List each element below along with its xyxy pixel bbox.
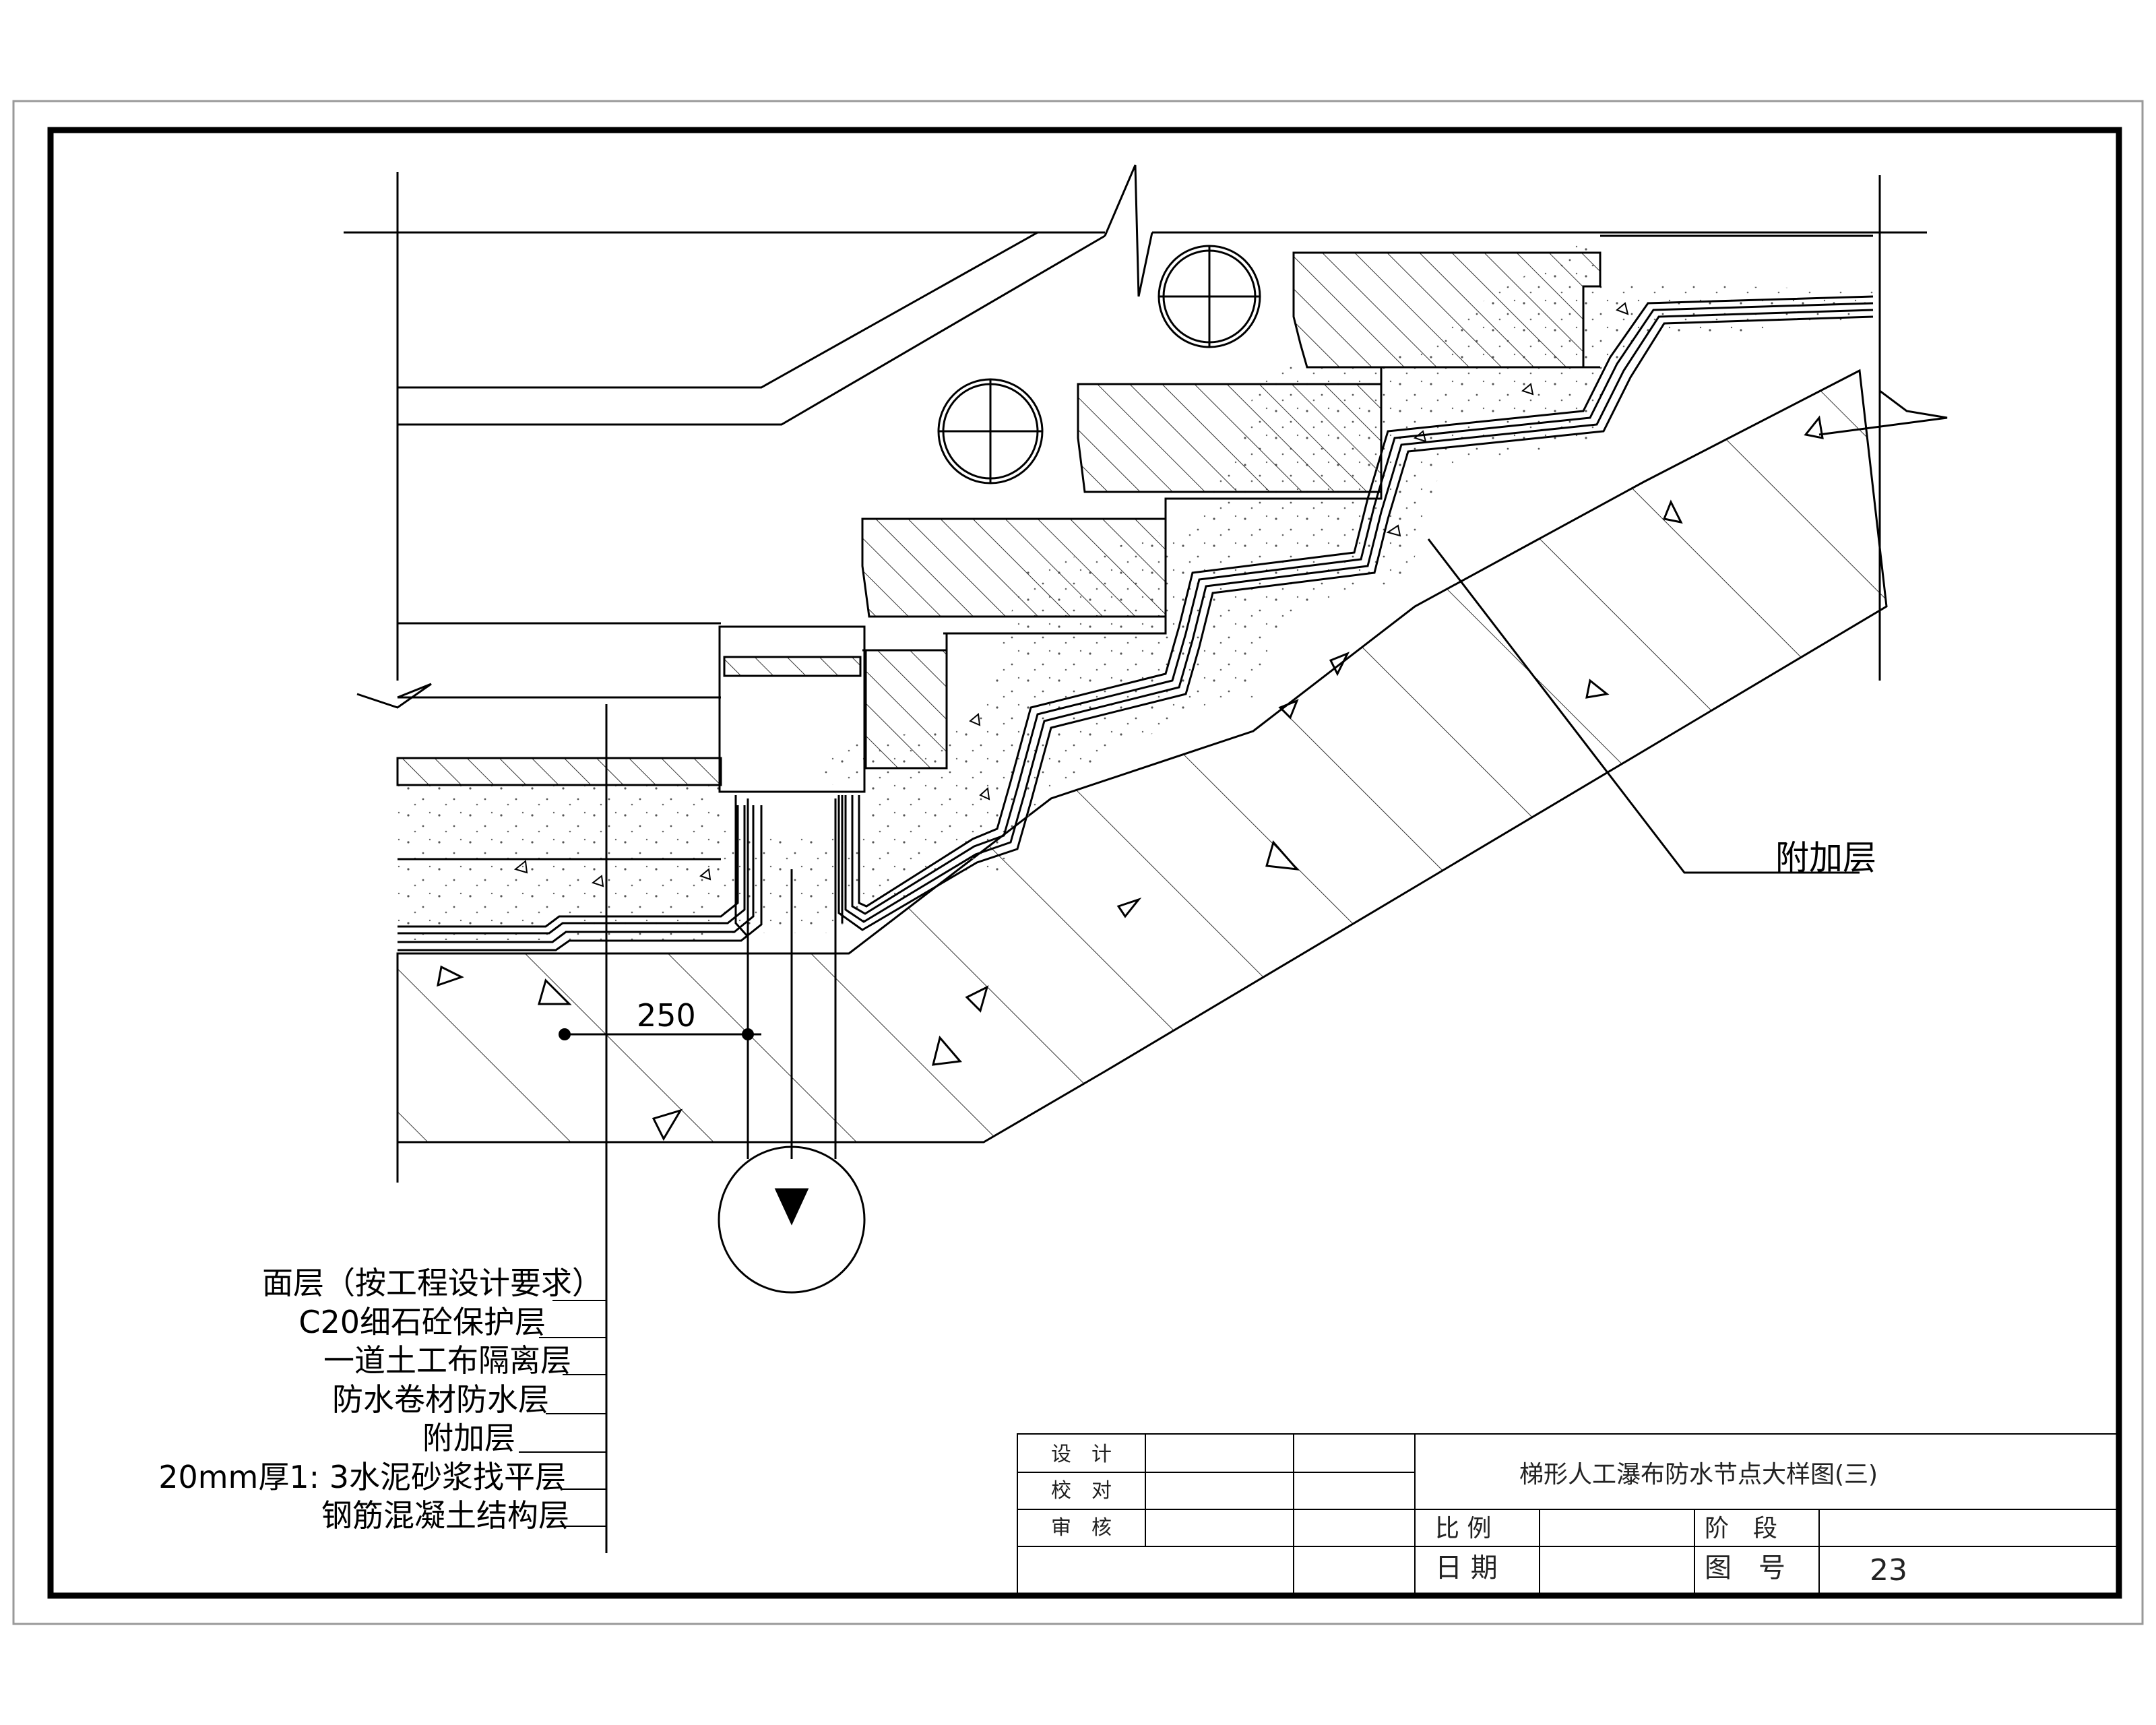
stage-label: 阶 段 — [1705, 1515, 1777, 1542]
drawing-number: 23 — [1870, 1553, 1907, 1588]
outer-sheet-border — [12, 100, 2144, 1625]
legend-label-membrane: 防水卷材防水层 — [332, 1381, 549, 1418]
legend-label-structure: 钢筋混凝土结构层 — [321, 1497, 569, 1534]
date-label: 日 期 — [1435, 1552, 1498, 1583]
flow-direction-icon — [774, 1188, 809, 1226]
legend-label-face-layer: 面层（按工程设计要求） — [262, 1265, 603, 1301]
check-label: 校 对 — [1051, 1479, 1112, 1503]
title-block-text: 设 计 校 对 审 核 梯形人工瀑布防水节点大样图(三) 比 例 阶 段 日 期… — [1051, 1443, 1907, 1588]
legend-label-additional: 附加层 — [422, 1420, 515, 1456]
top-profile — [344, 164, 1948, 1183]
callout-additional-layer: 附加层 — [1427, 538, 1876, 877]
legend-label-protection: C20细石砼保护层 — [298, 1304, 546, 1340]
dimension-value: 250 — [637, 997, 696, 1034]
title-block — [1017, 1433, 2120, 1596]
stone-treads — [396, 251, 1602, 786]
waterproof-membrane — [398, 295, 1874, 951]
legend-label-geotextile: 一道土工布隔离层 — [323, 1342, 571, 1379]
drain-outlet — [718, 625, 866, 1294]
drawing-no-label: 图 号 — [1705, 1552, 1785, 1583]
drawing-title: 梯形人工瀑布防水节点大样图(三) — [1519, 1461, 1878, 1488]
step-outlines — [862, 234, 1873, 652]
review-label: 审 核 — [1051, 1516, 1112, 1540]
layer-legend-lines — [519, 1300, 607, 1540]
scale-label: 比 例 — [1435, 1515, 1491, 1542]
pipe-circles — [937, 245, 1261, 484]
callout-label: 附加层 — [1775, 838, 1876, 877]
legend-label-screed: 20mm厚1: 3水泥砂浆找平层 — [158, 1459, 566, 1495]
design-label: 设 计 — [1051, 1443, 1112, 1466]
layer-legend: 面层（按工程设计要求） C20细石砼保护层 一道土工布隔离层 防水卷材防水层 附… — [158, 1265, 603, 1534]
